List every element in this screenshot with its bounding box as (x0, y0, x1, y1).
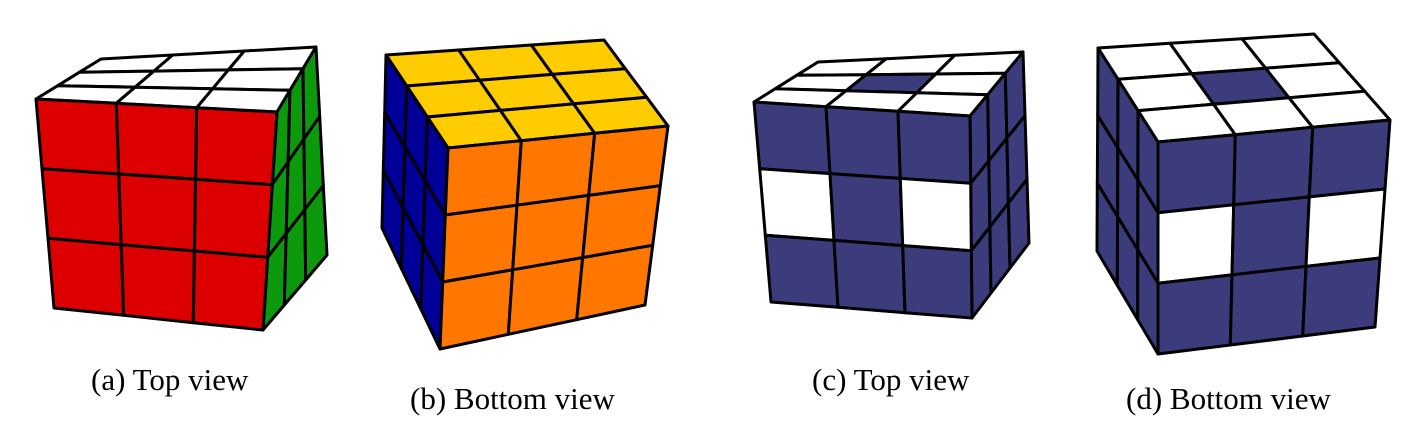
front-face-sticker (824, 105, 902, 180)
front-face-sticker (1230, 195, 1311, 277)
front-face-sticker (1232, 125, 1315, 207)
side-face-sticker (303, 184, 329, 282)
front-face-sticker (1156, 273, 1234, 356)
cube-b-bottom-view (380, 38, 670, 351)
front-face-sticker (1156, 203, 1236, 285)
front-face-sticker (506, 256, 585, 336)
front-face-sticker (896, 109, 973, 185)
caption-b: (b) Bottom view (410, 381, 615, 416)
front-face-sticker (752, 100, 832, 176)
cube-c-top-view-highlighted (752, 50, 1031, 320)
caption-d: (d) Bottom view (1126, 381, 1331, 416)
front-face-sticker (40, 167, 123, 247)
front-face-sticker (832, 238, 907, 315)
caption-a: (a) Top view (91, 362, 249, 397)
front-face-sticker (763, 233, 840, 309)
front-face-sticker (114, 101, 199, 181)
front-face-sticker (575, 243, 655, 322)
front-face-sticker (119, 243, 196, 325)
side-face-sticker (1006, 177, 1031, 270)
front-face-sticker (898, 176, 973, 253)
front-face-sticker (1304, 187, 1387, 268)
front-face-sticker (1307, 118, 1392, 199)
front-face-sticker (515, 131, 597, 207)
front-face-sticker (34, 97, 121, 176)
front-face-sticker (117, 172, 198, 253)
front-face-sticker (901, 244, 974, 320)
front-face-sticker (443, 139, 523, 217)
front-face-sticker (758, 167, 836, 242)
front-face-sticker (438, 268, 515, 351)
front-face-sticker (46, 236, 126, 317)
front-face-sticker (1156, 133, 1237, 215)
cube-a-top-view (34, 45, 329, 332)
front-face-sticker (194, 106, 279, 187)
cube-d-bottom-view-highlighted (1095, 32, 1392, 356)
front-face-sticker (1228, 264, 1308, 347)
top-face-sticker (211, 67, 305, 92)
caption-c: (c) Top view (812, 362, 970, 397)
front-face-sticker (191, 249, 270, 332)
front-face-sticker (1301, 256, 1382, 338)
front-face-sticker (828, 172, 905, 248)
front-face-sticker (192, 177, 274, 259)
